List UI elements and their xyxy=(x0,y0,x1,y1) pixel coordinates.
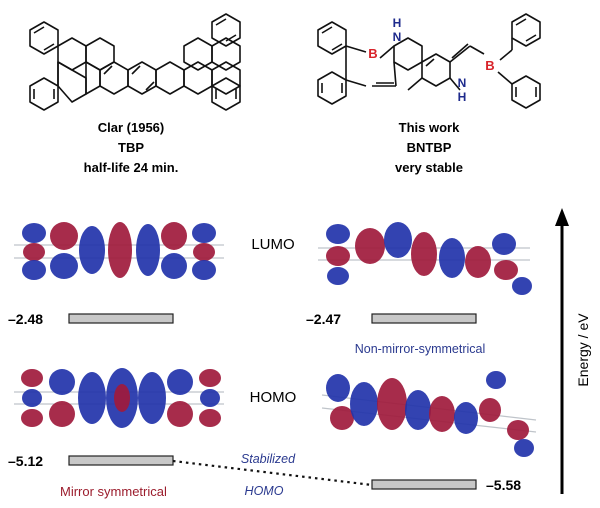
tbp-lumo-orbital xyxy=(14,222,224,280)
bntbp-homo-level-bar xyxy=(371,479,477,490)
bntbp-boron-top: B xyxy=(368,46,377,61)
bntbp-nh-bottom-h: H xyxy=(458,90,467,104)
tbp-caption-line2: TBP xyxy=(118,140,144,155)
tbp-homo-orbital xyxy=(14,368,224,428)
mirror-note: Mirror symmetrical xyxy=(60,484,167,499)
tbp-structure xyxy=(29,13,241,111)
tbp-lumo-value: –2.48 xyxy=(8,311,43,327)
bntbp-lumo-value: –2.47 xyxy=(306,311,341,327)
lumo-label: LUMO xyxy=(251,236,294,253)
stabilization-connector xyxy=(172,459,373,487)
bntbp-nh-bottom-n: N xyxy=(458,76,467,90)
tbp-caption-line3: half-life 24 min. xyxy=(84,160,179,175)
bntbp-homo-orbital xyxy=(321,371,537,457)
bntbp-nh-top-n: N xyxy=(393,30,402,44)
energy-axis-arrowhead xyxy=(555,208,569,226)
bntbp-boron-bottom: B xyxy=(485,58,494,73)
non-mirror-note: Non-mirror-symmetrical xyxy=(355,342,486,356)
bntbp-lumo-level-bar xyxy=(371,313,477,324)
stabilized-note: Stabilized xyxy=(241,452,296,466)
homo-note: HOMO xyxy=(245,484,284,498)
tbp-homo-value: –5.12 xyxy=(8,453,43,469)
bntbp-homo-value: –5.58 xyxy=(486,477,521,493)
tbp-lumo-level-bar xyxy=(68,313,174,324)
bntbp-structure xyxy=(317,13,541,109)
tbp-caption-line1: Clar (1956) xyxy=(98,120,164,135)
tbp-homo-level-bar xyxy=(68,455,174,466)
bntbp-nh-top-h: H xyxy=(393,16,402,30)
energy-axis-label: Energy / eV xyxy=(575,313,591,387)
homo-label: HOMO xyxy=(250,389,297,406)
bntbp-caption-line3: very stable xyxy=(395,160,463,175)
bntbp-lumo-orbital xyxy=(318,222,532,295)
bntbp-caption-line2: BNTBP xyxy=(407,140,452,155)
bntbp-caption-line1: This work xyxy=(399,120,460,135)
